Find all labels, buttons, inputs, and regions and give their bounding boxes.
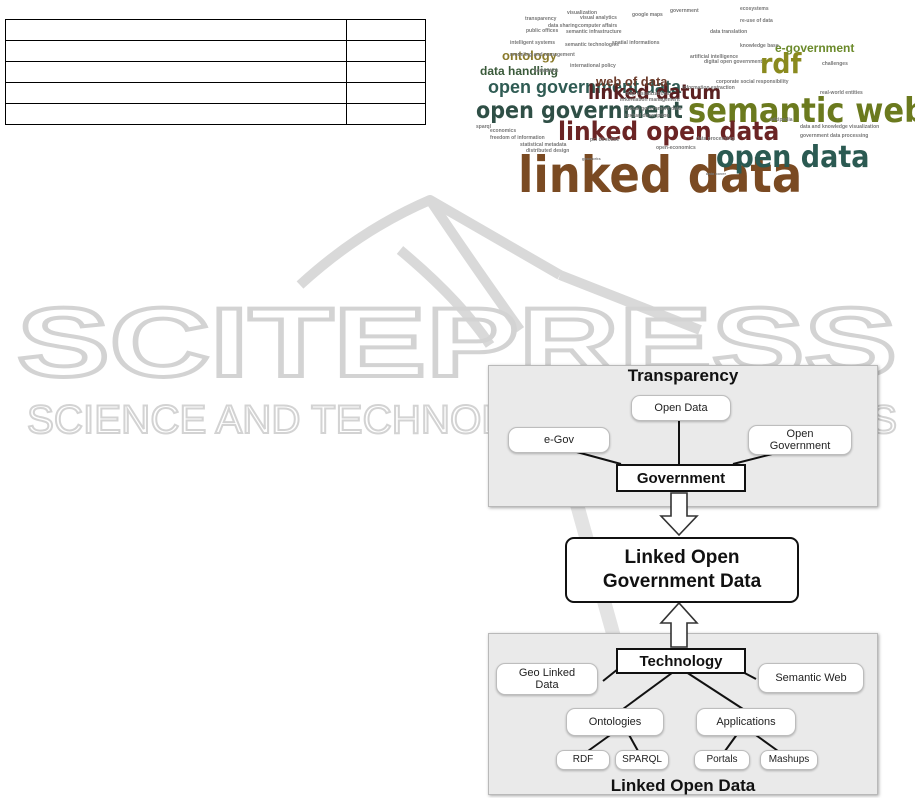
table-row xyxy=(5,82,426,104)
cloud-word: re-use of data xyxy=(740,18,773,24)
table-row xyxy=(5,40,426,62)
cloud-word: intelligent systems xyxy=(510,40,555,46)
cloud-word: visual analytics xyxy=(580,15,617,21)
table-cell xyxy=(5,19,347,41)
cloud-word: semantic technologies xyxy=(565,42,619,48)
table-cell xyxy=(346,61,426,83)
cloud-word: web of data xyxy=(595,74,668,89)
cloud-word: artificial intelligence xyxy=(690,54,738,60)
cloud-word: data and knowledge visualization xyxy=(800,124,879,130)
arrow-down xyxy=(659,492,699,537)
pill-egov: e-Gov xyxy=(508,427,610,453)
cloud-word: visualization xyxy=(567,10,597,16)
table-cell xyxy=(5,82,347,104)
cloud-word: ontology xyxy=(502,48,558,63)
cloud-word: rdf xyxy=(760,47,802,80)
cloud-word: spatial informations xyxy=(612,40,660,46)
cloud-word: open-economics xyxy=(656,145,696,151)
arrow-up xyxy=(659,601,699,648)
cloud-word: transparency xyxy=(525,16,557,22)
pill-ontologies: Ontologies xyxy=(566,708,664,736)
cloud-word: data handling xyxy=(480,64,558,78)
cloud-word: real-world entities xyxy=(820,90,863,96)
cloud-word: modeling and management xyxy=(510,52,575,58)
pill-open-government: Open Government xyxy=(748,425,852,455)
transparency-title: Transparency xyxy=(627,366,739,385)
empty-table xyxy=(5,19,426,125)
cloud-word: linked open data xyxy=(558,117,779,147)
cloud-word: semantic web xyxy=(688,91,915,131)
cloud-word: international policy xyxy=(570,63,616,69)
cloud-word: statistical metadata xyxy=(520,142,567,148)
cloud-word: freedom of information xyxy=(490,135,545,141)
pill-mashups: Mashups xyxy=(760,750,818,770)
cloud-word: google maps xyxy=(632,12,663,18)
cloud-word: corporate social responsibility xyxy=(716,79,789,85)
watermark-book-shape xyxy=(296,195,563,289)
cloud-word: ecosystems xyxy=(740,6,769,12)
cloud-word: data processing xyxy=(696,136,734,142)
cloud-word: sparql xyxy=(476,124,492,130)
pill-semantic-web: Semantic Web xyxy=(758,663,864,693)
table-cell xyxy=(346,103,426,125)
cloud-word: open data xyxy=(716,140,869,175)
cloud-word: textual description xyxy=(625,113,669,119)
table-row xyxy=(5,61,426,83)
table-cell xyxy=(5,61,347,83)
table-cell xyxy=(346,40,426,62)
linked-open-data-title: Linked Open Data xyxy=(610,776,756,795)
cloud-word: pci directive xyxy=(590,137,619,143)
cloud-word: economics xyxy=(490,128,516,134)
cloud-word: government xyxy=(670,8,699,14)
linked-open-government-data-box: Linked Open Government Data xyxy=(565,537,799,603)
cloud-word: global government data xyxy=(625,106,682,112)
cloud-word: open government xyxy=(476,98,683,124)
cloud-word: geoworks xyxy=(582,156,601,161)
cloud-word: wikipedia xyxy=(769,117,793,123)
cloud-word: linked data xyxy=(518,146,802,195)
cloud-word: semantics xyxy=(534,68,559,74)
pill-applications: Applications xyxy=(696,708,796,736)
cloud-word: distributed design xyxy=(526,148,569,154)
table-row xyxy=(5,19,426,41)
cloud-word: map visualizations xyxy=(625,91,670,97)
cloud-word: data cover xyxy=(706,171,726,176)
diagram-connectors xyxy=(572,421,789,752)
pill-sparql: SPARQL xyxy=(615,750,669,770)
cloud-word: semantic infrastructure xyxy=(566,29,622,35)
cloud-word: open government data xyxy=(488,77,682,97)
table-row xyxy=(5,103,426,125)
pill-portals: Portals xyxy=(694,750,750,770)
pill-open-data: Open Data xyxy=(631,395,731,421)
table-cell xyxy=(5,103,347,125)
lod-diagram: Transparency Linked Open Data Open xyxy=(488,365,878,795)
cloud-word: digital open government xyxy=(704,59,762,65)
cloud-word: linked datum xyxy=(588,80,721,104)
table-cell xyxy=(346,19,426,41)
cloud-word: data translation xyxy=(710,29,747,35)
cloud-word: information extraction xyxy=(682,85,735,91)
pill-geo-linked-data: Geo Linked Data xyxy=(496,663,598,695)
cloud-word: data sharing xyxy=(548,23,578,29)
cloud-word: information management xyxy=(620,97,680,103)
government-box: Government xyxy=(616,464,746,492)
cloud-word: knowledge base xyxy=(740,43,779,49)
cloud-word: challenges xyxy=(822,61,848,67)
cloud-word: government data processing xyxy=(800,133,868,139)
cloud-word: public offices xyxy=(526,28,558,34)
table-cell xyxy=(5,40,347,62)
cloud-word: e-government xyxy=(775,41,854,55)
cloud-word: computer affairs xyxy=(578,23,617,29)
pill-rdf: RDF xyxy=(556,750,610,770)
technology-box: Technology xyxy=(616,648,746,674)
table-cell xyxy=(346,82,426,104)
